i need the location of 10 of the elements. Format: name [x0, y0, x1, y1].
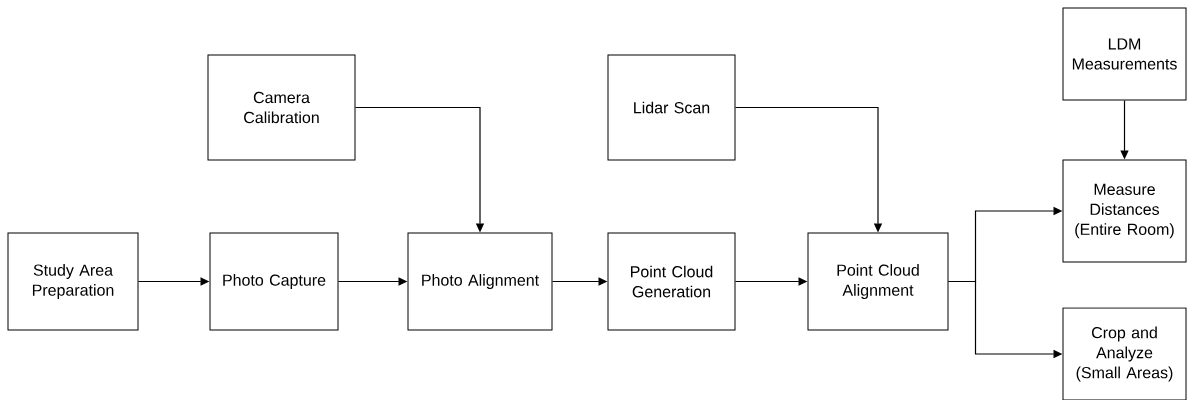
process-box: Point Cloud Generation	[607, 232, 736, 331]
process-box: Point Cloud Alignment	[807, 232, 949, 331]
process-box: Lidar Scan	[607, 54, 736, 161]
process-box: Study Area Preparation	[7, 232, 139, 331]
process-box: Photo Capture	[209, 232, 339, 331]
process-box: Camera Calibration	[207, 54, 356, 161]
process-box: Photo Alignment	[407, 232, 553, 331]
process-box: Crop and Analyze (Small Areas)	[1062, 307, 1187, 400]
process-box: Measure Distances (Entire Room)	[1062, 159, 1187, 263]
process-box: LDM Measurements	[1062, 7, 1187, 101]
